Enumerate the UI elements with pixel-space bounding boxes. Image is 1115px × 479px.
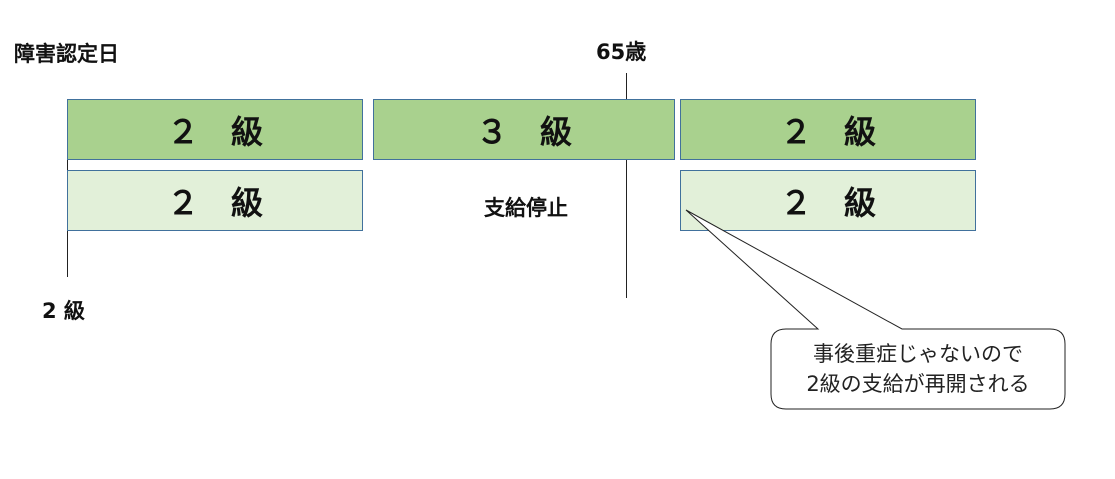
- age-65-line: [626, 73, 627, 298]
- lower-grade-box-3: ２ 級: [680, 170, 976, 231]
- callout-text: 事後重症じゃないので 2級の支給が再開される: [771, 329, 1065, 409]
- age-65-label: 65歳: [596, 40, 647, 64]
- upper-grade-box-3: ２ 級: [680, 99, 976, 160]
- initial-grade-label: 2 級: [42, 299, 85, 323]
- suspended-label: 支給停止: [484, 196, 568, 220]
- certification-date-label: 障害認定日: [14, 42, 119, 66]
- callout-line-1: 事後重症じゃないので: [813, 342, 1023, 366]
- upper-grade-box-1: ２ 級: [67, 99, 363, 160]
- lower-grade-box-1: ２ 級: [67, 170, 363, 231]
- upper-grade-box-2: ３ 級: [373, 99, 675, 160]
- callout-line-2: 2級の支給が再開される: [806, 372, 1030, 396]
